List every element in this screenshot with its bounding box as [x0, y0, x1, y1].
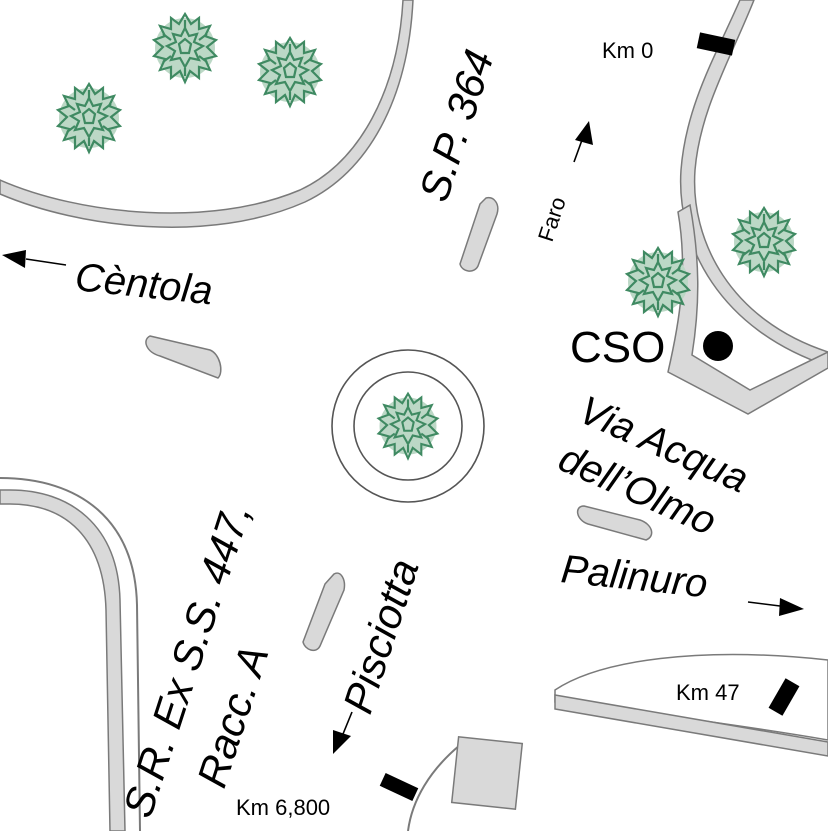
tree-icon: [152, 12, 218, 84]
km-marker-icon: [379, 773, 419, 801]
island-bottom-right: [554, 653, 828, 757]
km-marker-icon: [768, 678, 800, 716]
arrow-icon: [2, 250, 67, 268]
dot-icon: [703, 331, 733, 361]
tree-icon: [257, 36, 323, 108]
km-marker-icon: [696, 32, 736, 56]
arrow-icon: [573, 121, 593, 163]
km-label-0: Km 0: [602, 38, 653, 63]
road-loop-bottom-left: [0, 477, 141, 831]
tree-icon: [56, 82, 122, 154]
road-right-curve: [667, 0, 828, 415]
arrow-icon: [333, 711, 353, 754]
arrow-icon: [747, 598, 804, 616]
direction-label-centola: Cèntola: [73, 255, 215, 313]
direction-label-pisciotta: Pisciotta: [334, 553, 428, 718]
km-label-6800: Km 6,800: [236, 795, 330, 820]
tree-icon: [731, 206, 797, 278]
road-label-sp364: S.P. 364: [410, 44, 503, 207]
park-top-left: [0, 0, 414, 228]
building: [407, 736, 524, 831]
poi-label-cso: CSO: [570, 323, 665, 372]
direction-label-faro: Faro: [533, 194, 571, 245]
direction-label-palinuro: Palinuro: [559, 547, 710, 606]
km-label-47: Km 47: [676, 680, 740, 705]
traffic-islands: [145, 196, 653, 652]
